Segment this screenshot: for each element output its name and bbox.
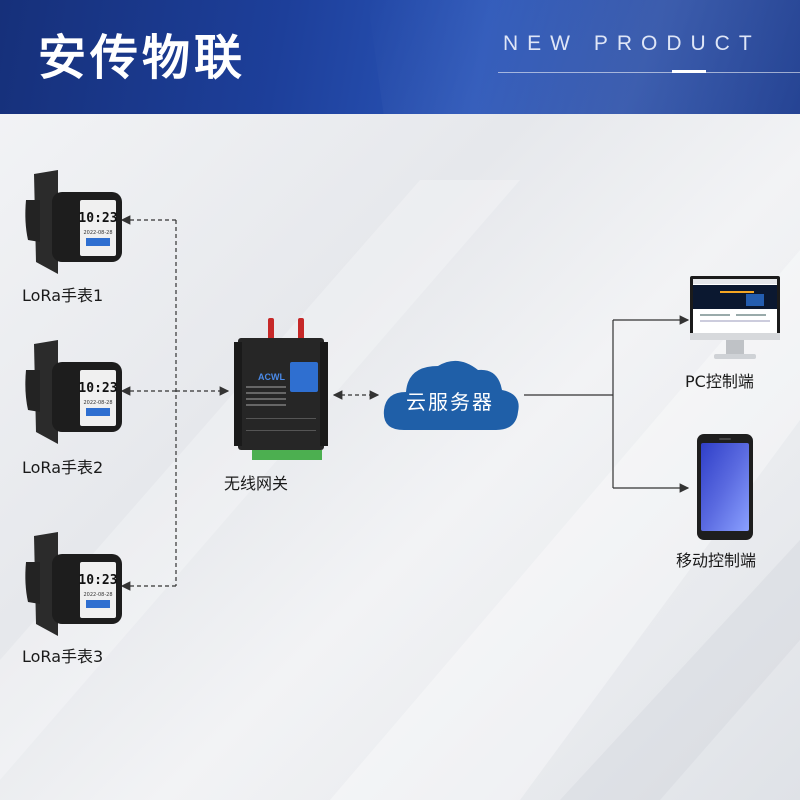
- watch-label-1: LoRa手表1: [22, 286, 104, 305]
- cloud-client-links: [524, 315, 690, 493]
- watch-gateway-links: [120, 215, 380, 591]
- watch-time: 10:23: [78, 381, 117, 396]
- lora-watch-2: 10:23 2022-08-28: [22, 340, 126, 448]
- header-divider-accent: [672, 70, 706, 73]
- wireless-gateway: ACWL: [228, 318, 334, 466]
- cloud-label: 云服务器: [406, 390, 494, 414]
- lora-watch-1: 10:23 2022-08-28: [22, 170, 126, 278]
- watch-time: 10:23: [78, 573, 117, 588]
- header-title: 安传物联: [38, 30, 247, 86]
- cloud-server: [378, 352, 524, 442]
- pc-label: PC控制端: [685, 372, 754, 391]
- lora-watch-3: 10:23 2022-08-28: [22, 532, 126, 640]
- watch-label-3: LoRa手表3: [22, 647, 104, 666]
- header-subtitle: NEW PRODUCT: [503, 32, 761, 55]
- gateway-brand: ACWL: [258, 372, 285, 382]
- gateway-label: 无线网关: [224, 474, 289, 493]
- watch-date: 2022-08-28: [83, 592, 112, 598]
- watch-date: 2022-08-28: [83, 400, 112, 406]
- watch-label-2: LoRa手表2: [22, 458, 104, 477]
- header-divider: [498, 72, 800, 73]
- mobile-label: 移动控制端: [676, 551, 757, 570]
- watch-date: 2022-08-28: [83, 230, 112, 236]
- watch-time: 10:23: [78, 211, 117, 226]
- header-banner: 安传物联 NEW PRODUCT: [0, 0, 800, 114]
- pc-monitor: [690, 276, 780, 366]
- mobile-phone: [697, 434, 753, 544]
